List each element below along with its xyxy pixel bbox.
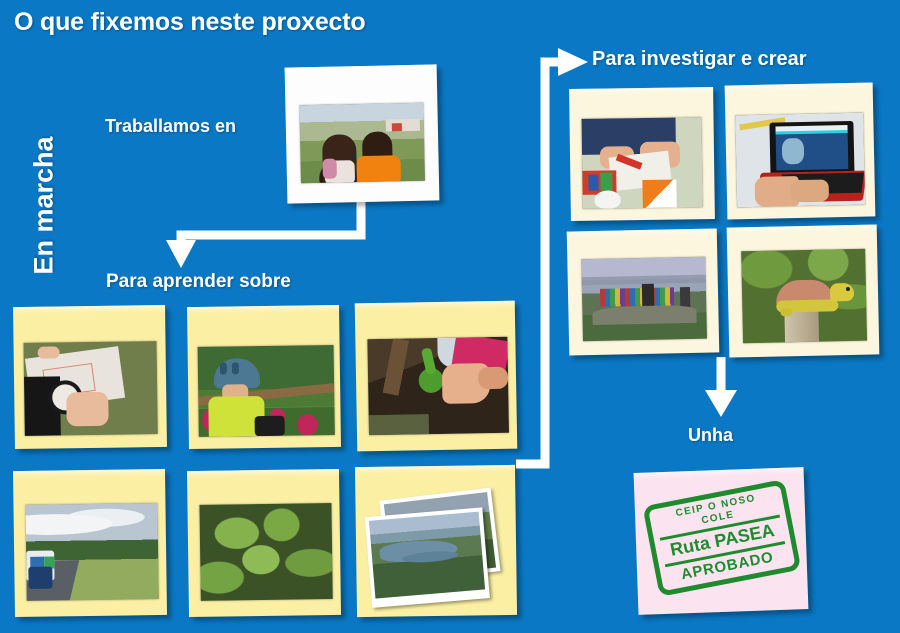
photo-card-turtle-sculpture[interactable] [726,224,880,358]
photo-card-roadside[interactable] [12,468,168,618]
photo-card-plants[interactable] [186,468,342,618]
connector-hero-to-aprender [166,199,366,268]
photo-roadside-vehicles-verge [25,503,159,601]
photo-hands-typing-red-laptop [735,112,866,208]
photo-child-cyclist-helmet [197,345,335,437]
photo-green-leafy-plants [199,503,333,601]
photo-card-drawing-desk[interactable] [569,87,715,221]
photo-card-laptop[interactable] [724,82,876,220]
page-title: O que fixemos neste proxecto [14,8,366,36]
stamp-seal: CEIP O NOSO COLE Ruta PASEA APROBADO [642,479,802,597]
label-unha: Unha [688,425,733,445]
photo-card-map-compass[interactable] [13,304,167,450]
photo-hands-map-compass [23,341,158,436]
photo-group-children-clifftop [581,256,707,342]
photo-two-children-backs [299,102,425,184]
photo-card-hero[interactable] [284,64,440,204]
photo-card-clifftop-group[interactable] [566,228,720,356]
label-traballamos-en: Traballamos en [105,116,237,136]
photo-stack-front [364,507,490,608]
approval-card[interactable]: CEIP O NOSO COLE Ruta PASEA APROBADO [633,467,809,615]
label-para-aprender-sobre: Para aprender sobre [106,271,291,292]
photo-yellow-turtle-sculpture-post [741,248,868,344]
photo-card-planting[interactable] [354,300,518,452]
photo-children-drawing-at-desk [581,117,703,209]
photo-card-landscape-stack[interactable] [354,464,518,618]
label-para-investigar-e-crear: Para investigar e crear [592,48,807,70]
photo-card-cyclist[interactable] [187,304,341,450]
connector-aprender-to-investigar [516,48,588,469]
connector-investigar-to-unha [705,357,737,417]
photo-hands-planting-seedling [367,336,510,436]
